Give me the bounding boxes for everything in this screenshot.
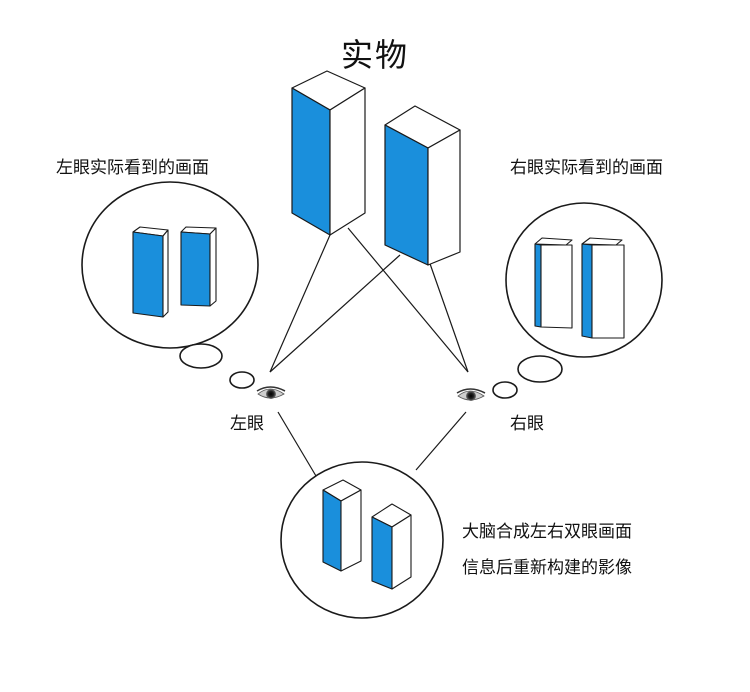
right-view-blocks [534, 237, 625, 339]
real-block-left [291, 70, 366, 236]
left-view-circle [81, 181, 259, 349]
right-eye-to-brain [415, 411, 467, 471]
right-view-label: 右眼实际看到的画面 [510, 158, 663, 178]
page-title: 实物 [340, 36, 409, 74]
right-view-block-1 [534, 237, 573, 329]
left-thought-dot-large [179, 343, 223, 369]
right-thought-dot-small [492, 381, 518, 399]
brain-caption-line-2: 信息后重新构建的影像 [462, 558, 632, 578]
right-eye-to-right-block [427, 257, 469, 373]
brain-block-1 [322, 479, 362, 572]
left-eye-label: 左眼 [230, 414, 264, 434]
eye-icon [256, 386, 286, 399]
right-eye-to-left-block [347, 227, 469, 373]
left-eye-to-brain [277, 411, 317, 477]
real-objects [291, 70, 461, 266]
left-view-block-2 [180, 226, 217, 307]
real-block-right [384, 105, 461, 266]
right-thought-dot-large [517, 355, 563, 383]
brain-blocks [322, 479, 412, 590]
sight-lines [269, 227, 469, 477]
right-eye-view-bubble [492, 202, 663, 399]
right-view-block-2 [581, 237, 625, 339]
left-eye-to-left-block [269, 234, 331, 373]
brain-circle [280, 461, 444, 619]
left-eye-view-bubble [81, 181, 259, 389]
brain-block-2 [371, 503, 412, 590]
left-eye-to-right-block [269, 254, 401, 373]
left-thought-dot-small [229, 371, 255, 389]
brain-caption-line-1: 大脑合成左右双眼画面 [462, 522, 632, 542]
eye-icon [456, 388, 486, 401]
left-view-blocks [132, 226, 217, 318]
left-view-block-1 [132, 226, 169, 318]
brain-composite-bubble [280, 461, 444, 619]
left-view-label: 左眼实际看到的画面 [56, 158, 209, 178]
right-eye-label: 右眼 [510, 414, 544, 434]
